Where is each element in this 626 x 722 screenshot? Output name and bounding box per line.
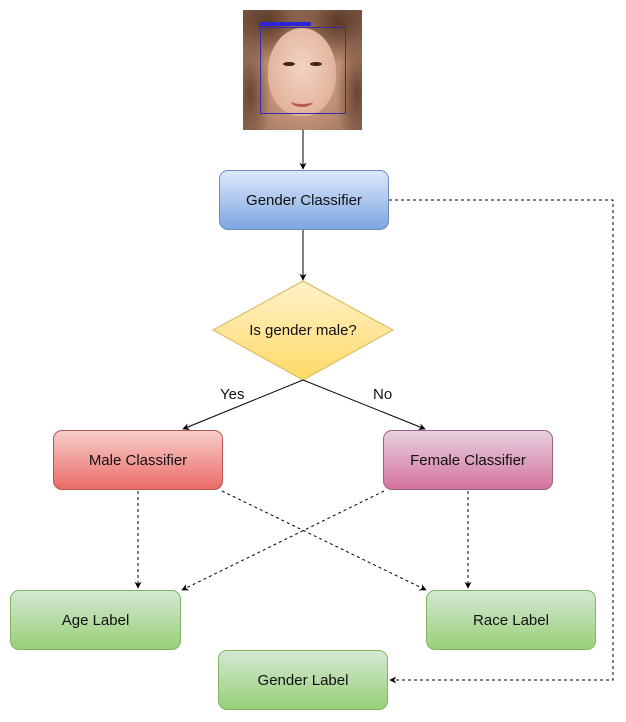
gender-label-node[interactable]: Gender Label: [218, 650, 388, 710]
gender-label-text: Gender Label: [257, 671, 349, 689]
photo-mouth: [291, 96, 313, 107]
edge-no: [302, 379, 426, 430]
male-classifier-node[interactable]: Male Classifier: [53, 430, 223, 490]
photo-left-eye: [283, 62, 295, 66]
edge-female-to-age: [181, 490, 385, 591]
male-classifier-label: Male Classifier: [88, 451, 188, 469]
edge-gender-to-gender-label: [389, 199, 614, 684]
age-label-text: Age Label: [61, 611, 130, 629]
age-label-node[interactable]: Age Label: [10, 590, 181, 650]
face-photo: [243, 10, 362, 130]
edge-yes: [182, 379, 304, 430]
yes-label: Yes: [220, 386, 245, 403]
edge-male-to-race: [221, 490, 427, 591]
face-bounding-box-tag: [259, 22, 311, 26]
face-bounding-box: [260, 27, 346, 114]
female-classifier-label: Female Classifier: [410, 451, 526, 469]
race-label-node[interactable]: Race Label: [426, 590, 596, 650]
decision-label-wrapper: Is gender male?: [213, 300, 393, 360]
photo-right-eye: [310, 62, 322, 66]
female-classifier-node[interactable]: Female Classifier: [383, 430, 553, 490]
no-label: No: [373, 386, 393, 403]
gender-classifier-label: Gender Classifier: [246, 191, 362, 209]
race-label-text: Race Label: [473, 611, 549, 629]
gender-classifier-node[interactable]: Gender Classifier: [219, 170, 389, 230]
decision-label: Is gender male?: [249, 321, 357, 339]
